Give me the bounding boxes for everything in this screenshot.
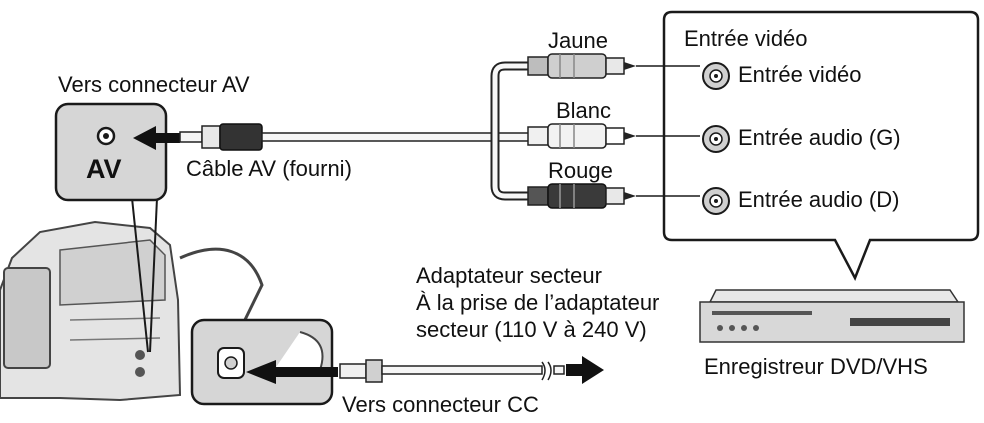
input-panel-title: Entrée vidéo [684, 26, 808, 51]
dvd-recorder-icon [699, 289, 965, 343]
av-cable [179, 61, 531, 201]
av-connector-callout [54, 102, 168, 353]
label-recorder: Enregistreur DVD/VHS [704, 354, 928, 379]
label-input-video: Entrée vidéo [738, 62, 862, 87]
arrow-icon [566, 356, 604, 384]
label-adapter: Adaptateur secteur À la prise de l’adapt… [416, 263, 660, 342]
rca-plug-icon [527, 53, 636, 79]
label-input-audio-g: Entrée audio (G) [738, 125, 901, 150]
label-jaune: Jaune [548, 28, 608, 53]
dc-cable [339, 359, 565, 383]
dc-connector-callout [190, 318, 334, 406]
label-rouge: Rouge [548, 158, 613, 183]
input-jack-icon [702, 62, 730, 90]
arrow-icon [246, 360, 338, 384]
input-panel [662, 10, 980, 281]
label-cable: Câble AV (fourni) [186, 156, 352, 181]
label-vers-cc: Vers connecteur CC [342, 392, 539, 417]
rca-plug-icon [527, 123, 636, 149]
av-port-label: AV [86, 154, 122, 184]
arrow-icon [133, 126, 180, 150]
label-input-audio-d: Entrée audio (D) [738, 187, 900, 212]
input-jack-icon [702, 125, 730, 153]
label-blanc: Blanc [556, 98, 612, 123]
label-vers-av: Vers connecteur AV [58, 72, 250, 97]
rca-plug-icon [527, 183, 636, 209]
input-jack-icon [702, 187, 730, 215]
